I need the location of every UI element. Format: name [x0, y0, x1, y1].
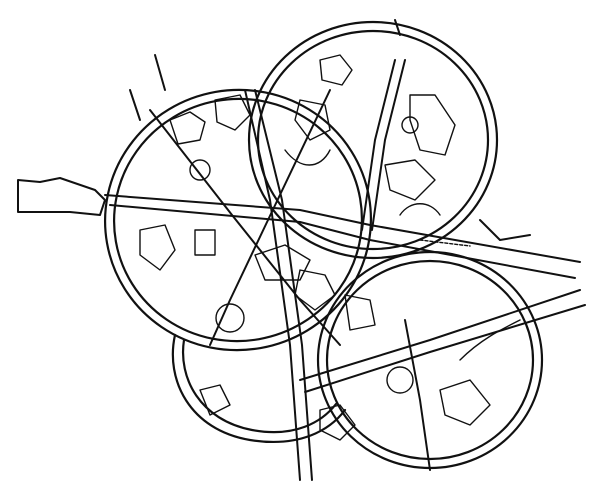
road-east-west-b — [109, 204, 576, 279]
ring-road-north-inner — [256, 29, 490, 251]
ring-road-north-outer — [247, 20, 499, 260]
curve — [399, 203, 441, 216]
main-roads — [17, 19, 586, 481]
block — [294, 99, 331, 141]
block — [319, 54, 353, 86]
road-east-west-a — [104, 194, 581, 263]
roundabout — [401, 116, 419, 134]
ring-road-west-inner — [112, 97, 364, 343]
ring-roads — [103, 20, 544, 470]
block — [384, 159, 436, 201]
ring-road-southeast-outer — [316, 250, 544, 470]
road-nw-spoke-2 — [154, 54, 166, 91]
road-west-spur — [17, 177, 106, 216]
ring-road-west-outer — [103, 88, 373, 352]
blocks — [139, 54, 521, 441]
ring-road-southwest — [171, 333, 347, 444]
curve — [284, 149, 331, 166]
roundabout-south — [215, 303, 245, 333]
road-south-a — [404, 319, 431, 471]
block — [199, 384, 231, 416]
block — [194, 229, 216, 256]
block — [214, 94, 251, 131]
block — [169, 111, 206, 145]
road-nw-spoke — [129, 89, 141, 121]
road-north-south-a — [244, 89, 301, 481]
block — [254, 244, 311, 281]
road-northeast-b — [371, 59, 406, 231]
rail-line — [419, 239, 471, 247]
road-north-spoke — [394, 19, 401, 36]
road-diagonal-b — [209, 89, 331, 346]
block — [294, 269, 336, 311]
road-southeast-a — [299, 289, 581, 381]
road-diagonal-a — [149, 109, 341, 346]
ring-road-southwest-inner — [181, 338, 338, 434]
curve — [459, 319, 521, 361]
block — [439, 379, 491, 426]
block — [409, 94, 456, 156]
roundabout-southeast — [386, 366, 414, 394]
block — [139, 224, 176, 271]
ring-road-southeast-inner — [325, 259, 535, 461]
road-southeast-b — [304, 304, 586, 393]
road-e-spoke — [479, 219, 531, 241]
block — [319, 404, 356, 441]
block — [344, 294, 376, 331]
road-northeast-a — [361, 59, 396, 231]
roundabout-north — [189, 159, 211, 181]
road-north-south-b — [254, 89, 313, 481]
